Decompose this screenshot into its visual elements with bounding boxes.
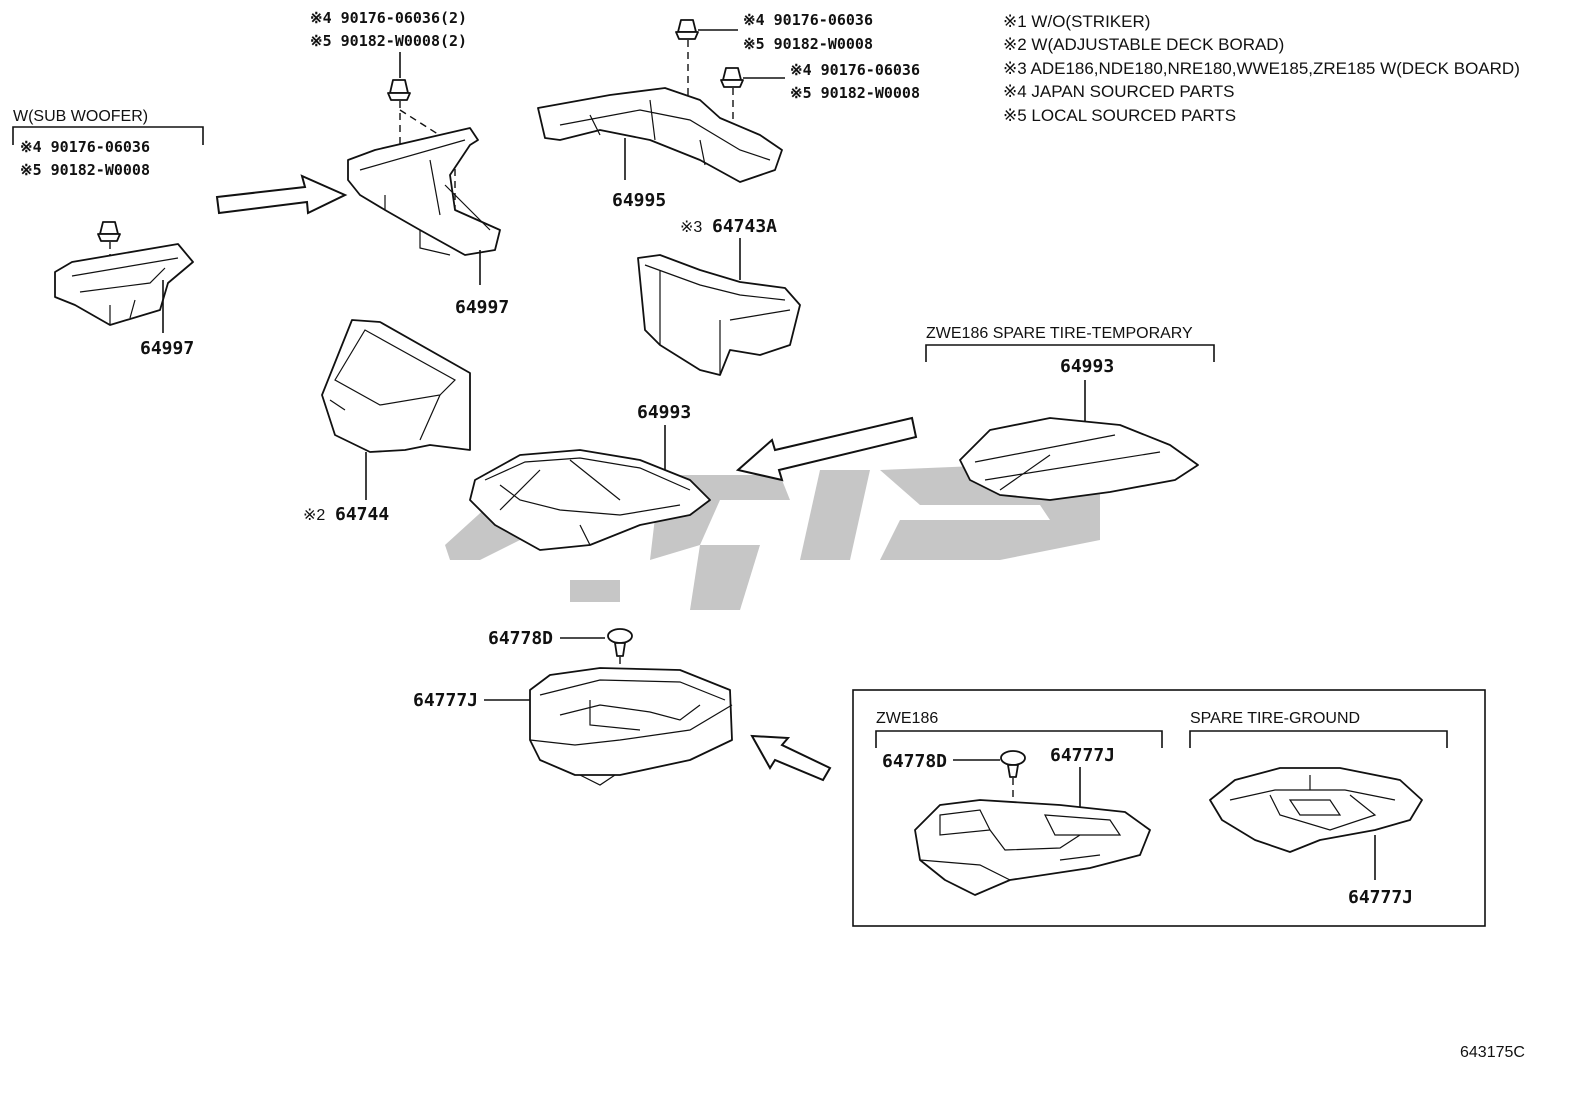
notes-legend: ※1 W/O(STRIKER) ※2 W(ADJUSTABLE DECK BOR… xyxy=(1003,12,1520,125)
spare-tire-temporary-label: ZWE186 SPARE TIRE-TEMPORARY xyxy=(926,325,1193,342)
part-64993-right-label: 64993 xyxy=(1060,356,1114,377)
part-64993-center-drawing xyxy=(469,449,711,551)
top-left-fastener-b: ※5 90182-W0008(2) xyxy=(310,32,467,50)
arrow-to-64993-center xyxy=(735,416,918,482)
sub-woofer-group: W(SUB WOOFER) ※4 90176-06036 ※5 90182-W0… xyxy=(12,108,204,359)
variant-box: ZWE186 SPARE TIRE-GROUND 64778D 64777J 6… xyxy=(852,689,1486,927)
part-64777j-main-drawing xyxy=(529,667,733,786)
part-64743a-label: 64743A xyxy=(712,216,777,237)
zwe186-bracket xyxy=(875,730,1163,748)
part-64777j-box-left-drawing xyxy=(914,799,1151,896)
part-64743a-drawing xyxy=(637,254,801,376)
part-64778d-main-label: 64778D xyxy=(488,628,553,649)
note-1: ※1 W/O(STRIKER) xyxy=(1003,12,1150,31)
zwe186-label: ZWE186 xyxy=(876,710,938,727)
arrow-to-64777j-main xyxy=(750,734,832,782)
arrow-to-64997-mid xyxy=(215,174,348,215)
spare-tire-ground-bracket xyxy=(1189,730,1448,748)
note-2: ※2 W(ADJUSTABLE DECK BORAD) xyxy=(1003,35,1284,54)
part-64777j-box-left-label: 64777J xyxy=(1050,745,1115,766)
spare-tire-ground-label: SPARE TIRE-GROUND xyxy=(1190,710,1360,727)
part-64744-group: ※2 64744 xyxy=(303,319,471,525)
part-64743a-group: ※3 64743A xyxy=(637,216,801,376)
part-64997-left-drawing xyxy=(54,243,194,326)
part-64995-drawing xyxy=(537,87,783,183)
sub-woofer-bracket xyxy=(12,126,204,145)
clip-icon xyxy=(1000,750,1026,778)
clip-icon xyxy=(607,628,633,657)
mid-64997-group: ※4 90176-06036(2) ※5 90182-W0008(2) 6499… xyxy=(310,9,509,318)
top-right-fastener-a: ※4 90176-06036 xyxy=(790,61,920,79)
part-64993-right-drawing xyxy=(959,417,1199,501)
top-right-fastener-b: ※5 90182-W0008 xyxy=(790,84,920,102)
part-64777j-main-group: 64778D 64777J xyxy=(413,628,733,786)
variant-box-frame xyxy=(852,689,1486,927)
part-64778d-box-label: 64778D xyxy=(882,751,947,772)
part-64777j-box-right-drawing xyxy=(1209,767,1423,853)
part-64993-center-group: 64993 xyxy=(469,402,711,551)
top-left-fastener-a: ※4 90176-06036(2) xyxy=(310,9,467,27)
nut-icon xyxy=(675,19,699,40)
top-mid-fastener-b: ※5 90182-W0008 xyxy=(743,35,873,53)
spare-tire-temporary-group: ZWE186 SPARE TIRE-TEMPORARY 64993 xyxy=(925,325,1215,501)
part-64777j-box-right-label: 64777J xyxy=(1348,887,1413,908)
top-mid-fastener-a: ※4 90176-06036 xyxy=(743,11,873,29)
spare-tire-temporary-bracket xyxy=(925,344,1215,362)
note-4: ※4 JAPAN SOURCED PARTS xyxy=(1003,82,1235,101)
part-64743a-note: ※3 xyxy=(680,219,702,236)
part-64995-label: 64995 xyxy=(612,190,666,211)
part-64997-mid-label: 64997 xyxy=(455,297,509,318)
nut-icon xyxy=(720,67,744,88)
nut-icon xyxy=(387,79,411,101)
part-64744-drawing xyxy=(321,319,471,453)
woofer-fastener-b: ※5 90182-W0008 xyxy=(20,161,150,179)
note-3: ※3 ADE186,NDE180,NRE180,WWE185,ZRE185 W(… xyxy=(1003,59,1520,78)
nut-icon xyxy=(97,221,121,242)
part-64744-label: 64744 xyxy=(335,504,389,525)
part-64997-left-label: 64997 xyxy=(140,338,194,359)
part-64744-note: ※2 xyxy=(303,507,325,524)
woofer-fastener-a: ※4 90176-06036 xyxy=(20,138,150,156)
note-5: ※5 LOCAL SOURCED PARTS xyxy=(1003,106,1236,125)
part-64995-group: ※4 90176-06036 ※5 90182-W0008 ※4 90176-0… xyxy=(537,11,920,211)
sub-woofer-label: W(SUB WOOFER) xyxy=(13,108,148,125)
part-64777j-main-label: 64777J xyxy=(413,690,478,711)
part-64997-mid-drawing xyxy=(347,127,501,256)
part-64993-center-label: 64993 xyxy=(637,402,691,423)
figure-code: 643175C xyxy=(1460,1044,1525,1061)
